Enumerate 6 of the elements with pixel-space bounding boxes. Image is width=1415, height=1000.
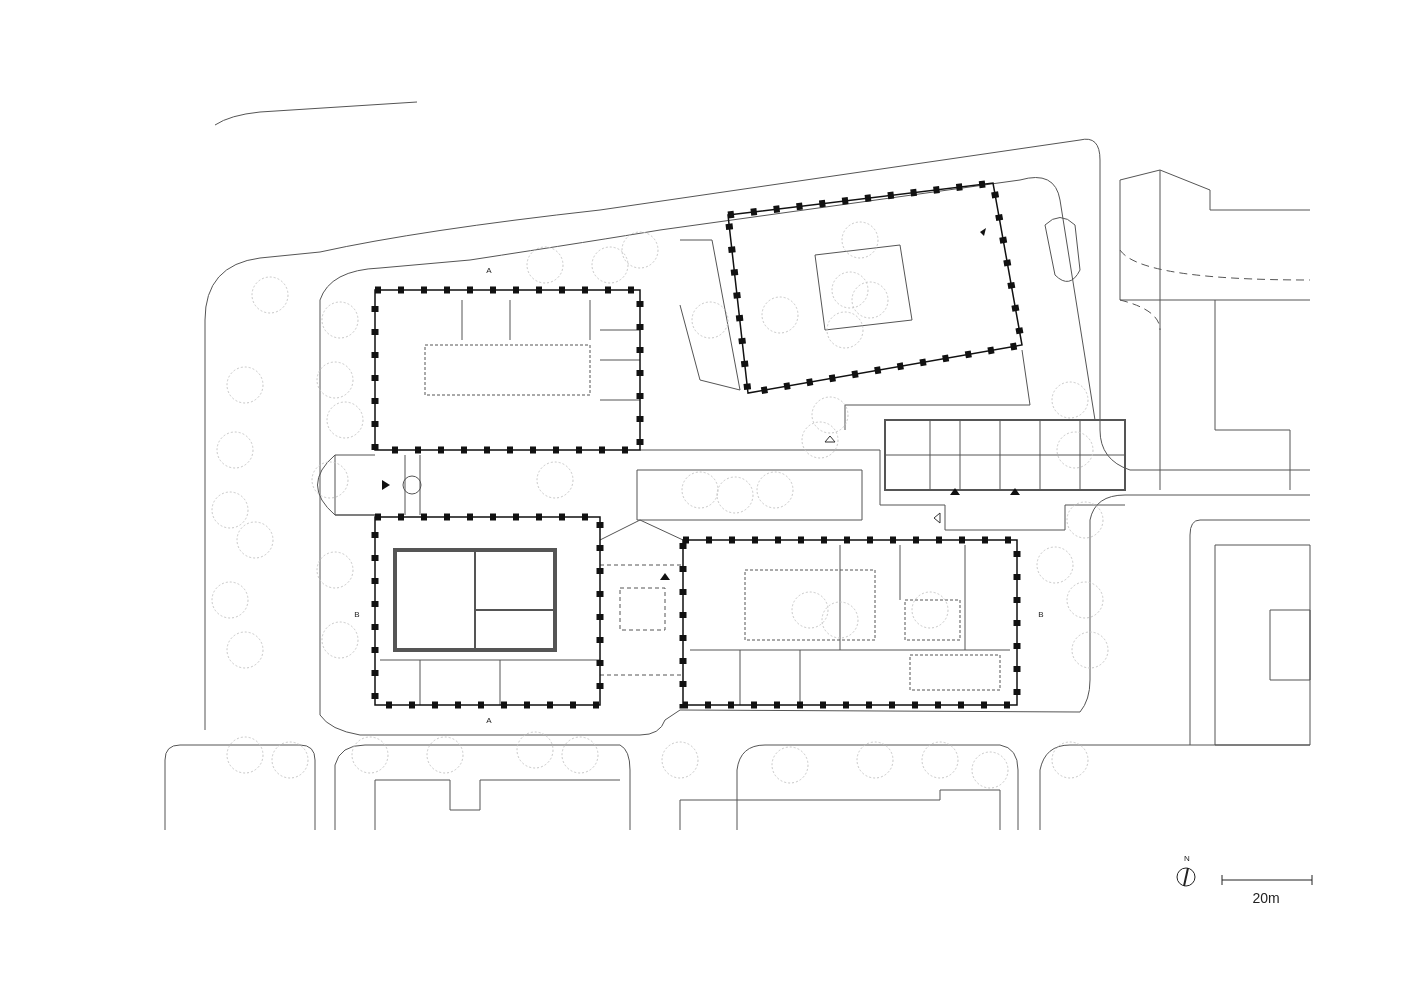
scale-label: 20m: [1252, 891, 1280, 905]
north-label: N: [1184, 855, 1190, 863]
section-marker: B: [354, 611, 360, 619]
section-marker: A: [486, 717, 492, 725]
section-marker: A: [486, 267, 492, 275]
section-marker: B: [1038, 611, 1044, 619]
